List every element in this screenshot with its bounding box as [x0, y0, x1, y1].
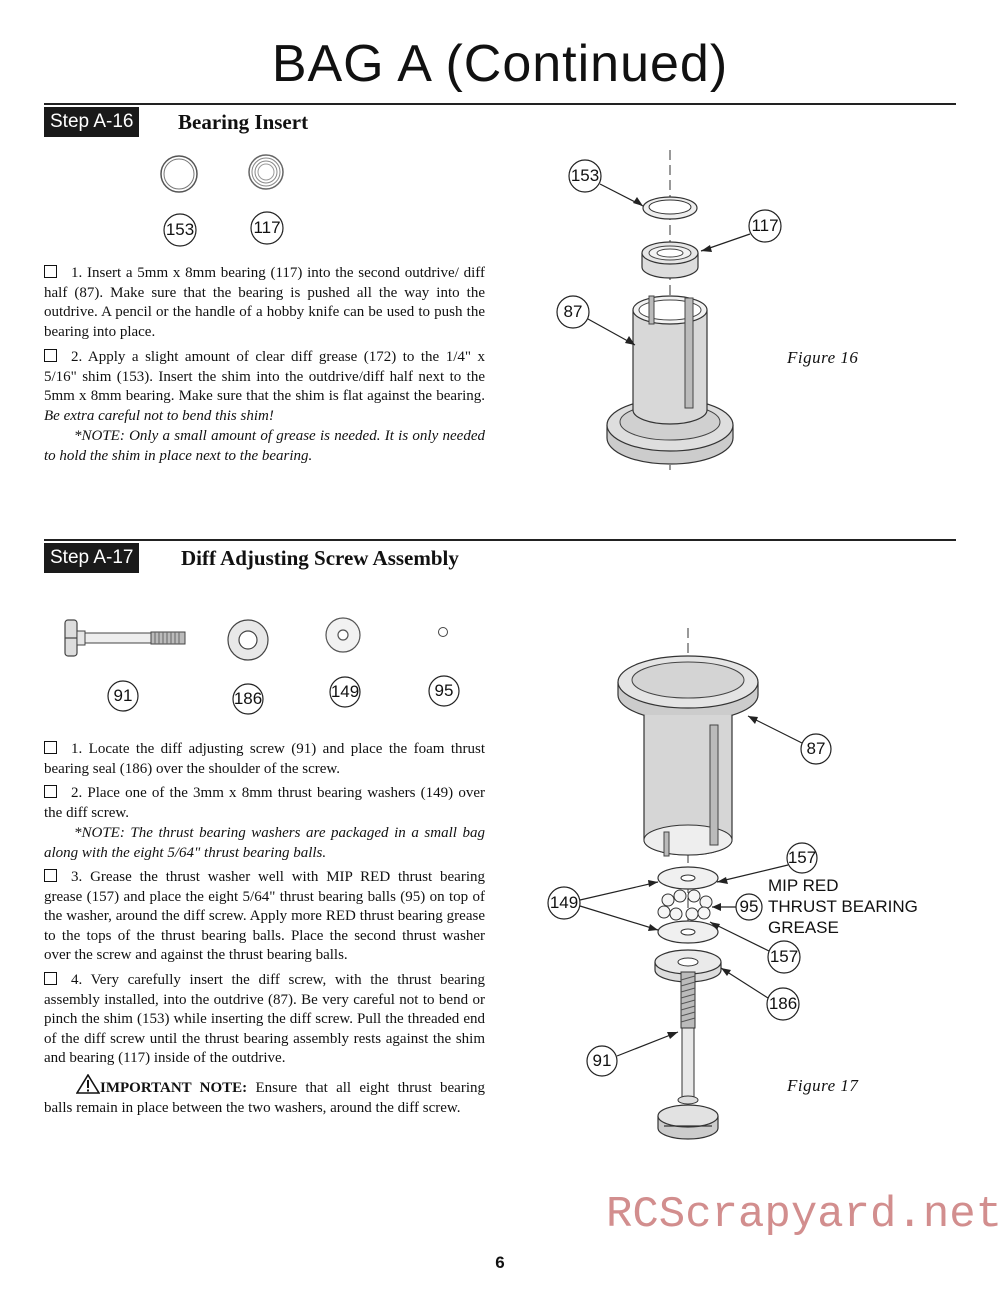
instruction-a17-3: 3. Grease the thrust washer well with MI… — [44, 869, 485, 963]
callout-87: 87 — [806, 739, 826, 758]
checkbox-icon[interactable] — [44, 869, 57, 882]
screw-part-icon — [64, 619, 186, 657]
outdrive-icon — [606, 295, 734, 465]
step-a16-title: Bearing Insert — [178, 110, 309, 134]
shim-part-icon — [160, 155, 198, 193]
part-label-95: 95 — [434, 681, 454, 700]
step-a17-title: Diff Adjusting Screw Assembly — [181, 546, 459, 570]
instruction-a17-4: 4. Very carefully insert the diff screw,… — [44, 972, 485, 1066]
checkbox-icon[interactable] — [44, 972, 57, 985]
checkbox-icon[interactable] — [44, 785, 57, 798]
note-a17: *NOTE: The thrust bearing washers are pa… — [44, 825, 485, 861]
figure-16-caption: Figure 16 — [787, 348, 859, 367]
callout-117: 117 — [751, 216, 779, 235]
divider — [44, 103, 956, 105]
callout-157-bottom: 157 — [769, 947, 799, 966]
washer-part-icon — [325, 617, 361, 653]
part-label-186: 186 — [233, 689, 263, 708]
note-a16: *NOTE: Only a small amount of grease is … — [44, 428, 485, 464]
important-label: IMPORTANT NOTE: — [100, 1080, 248, 1096]
checkbox-icon[interactable] — [44, 741, 57, 754]
callout-95: 95 — [739, 897, 759, 916]
instruction-a16-1: 1. Insert a 5mm x 8mm bearing (117) into… — [44, 265, 485, 340]
instruction-a17-2: 2. Place one of the 3mm x 8mm thrust bea… — [44, 785, 485, 821]
foam-seal-icon — [654, 949, 722, 983]
step-a16-tag: Step A-16 — [44, 107, 140, 137]
instruction-a16-2: 2. Apply a slight amount of clear diff g… — [44, 349, 485, 424]
important-note: IMPORTANT NOTE: Ensure that all eight th… — [44, 1073, 485, 1118]
figure-17-caption: Figure 17 — [787, 1076, 859, 1095]
page-number: 6 — [495, 1253, 505, 1272]
caution-text: Be extra careful not to bend this shim! — [44, 407, 274, 424]
callout-157-top: 157 — [787, 848, 817, 867]
outdrive-icon — [617, 655, 759, 857]
grease-label: MIP RED THRUST BEARING GREASE — [768, 876, 918, 937]
watermark: RCScrapyard.net — [606, 1190, 1000, 1240]
page-title: BAG A (Continued) — [271, 35, 729, 93]
figure-16-diagram — [556, 150, 782, 470]
callout-153: 153 — [570, 166, 600, 185]
checkbox-icon[interactable] — [44, 349, 57, 362]
screw-icon — [657, 971, 719, 1140]
part-label-153: 153 — [165, 220, 195, 239]
step-a16-parts — [160, 154, 284, 247]
ball-part-icon — [438, 627, 448, 637]
washer-icon — [657, 920, 719, 944]
warning-icon — [75, 1073, 101, 1094]
part-label-91: 91 — [113, 686, 133, 705]
shim-icon — [642, 196, 698, 220]
checkbox-icon[interactable] — [44, 265, 57, 278]
callout-186: 186 — [768, 994, 798, 1013]
part-label-149: 149 — [330, 682, 360, 701]
callout-87: 87 — [563, 302, 583, 321]
foam-seal-part-icon — [227, 619, 269, 661]
washer-icon — [657, 866, 719, 890]
figure-17-diagram — [547, 628, 832, 1140]
bearing-icon — [641, 241, 699, 279]
divider — [44, 539, 956, 541]
instruction-a17-1: 1. Locate the diff adjusting screw (91) … — [44, 741, 485, 777]
part-label-117: 117 — [253, 218, 281, 237]
step-a17-tag: Step A-17 — [44, 543, 140, 573]
callout-91: 91 — [592, 1051, 612, 1070]
thrust-balls-icon — [657, 889, 713, 921]
bearing-part-icon — [248, 154, 284, 190]
callout-149: 149 — [549, 893, 579, 912]
step-a17-parts — [64, 617, 460, 715]
